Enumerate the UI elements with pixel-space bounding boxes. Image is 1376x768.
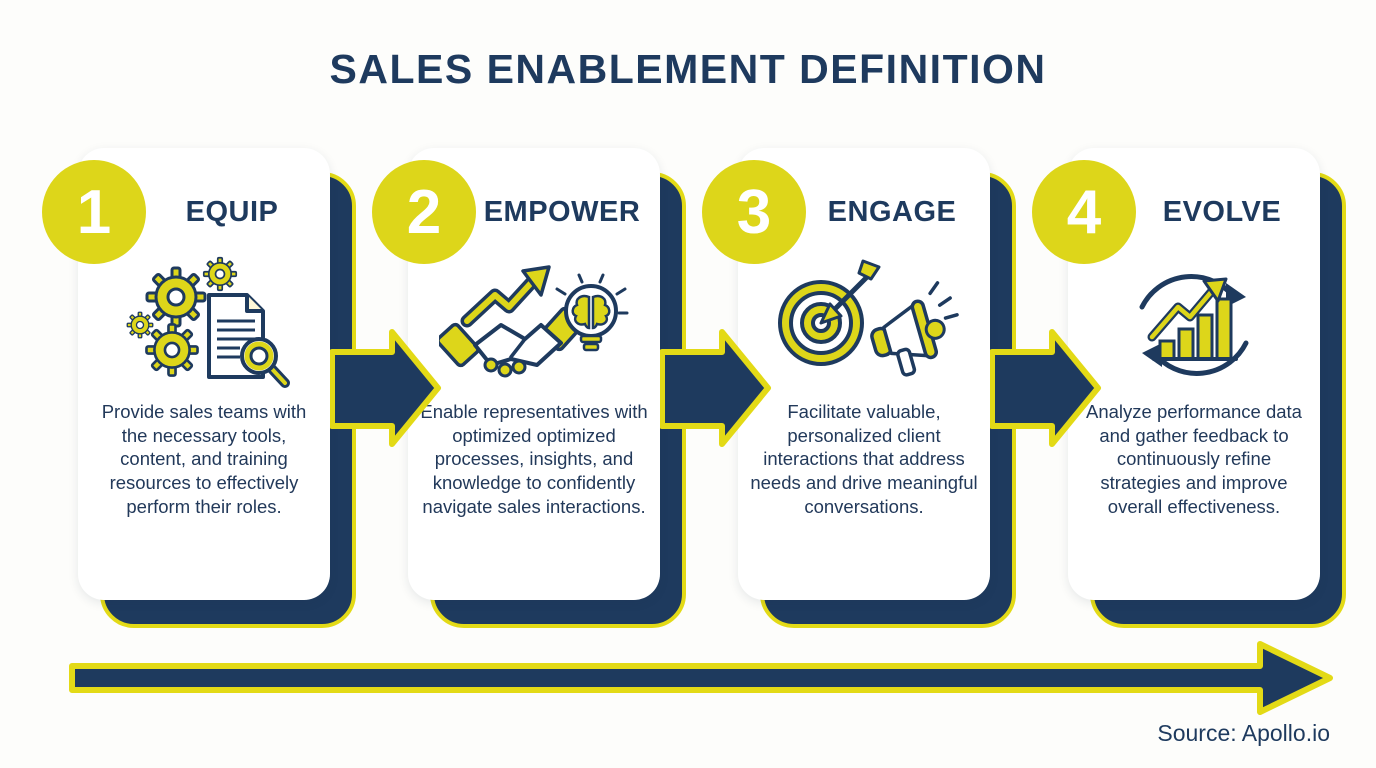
step-title: ENGAGE: [827, 196, 957, 228]
step-title: EVOLVE: [1162, 196, 1282, 228]
step-number-badge: 4: [1032, 160, 1136, 264]
target-dart-megaphone-icon: [738, 250, 990, 400]
step-description: Facilitate valuable, personalized client…: [750, 401, 978, 517]
handshake-growth-lightbulb-icon: [408, 250, 660, 400]
gears-document-magnifier-icon: [78, 250, 330, 400]
step-description: Enable representatives with optimized op…: [420, 401, 648, 517]
step-card-empower: EMPOWER: [372, 148, 686, 628]
step-description: Analyze performance data and gather feed…: [1086, 401, 1302, 517]
step-description: Provide sales teams with the necessary t…: [101, 401, 307, 517]
step-title: EQUIP: [185, 196, 279, 228]
step-number: 1: [76, 177, 112, 247]
step-number-badge: 1: [42, 160, 146, 264]
step-card-equip: EQUIP: [42, 148, 356, 628]
step-card-engage: ENGAGE: [702, 148, 1016, 628]
step-title: EMPOWER: [483, 196, 641, 228]
step-number-badge: 2: [372, 160, 476, 264]
step-connector-arrow-3: [990, 329, 1101, 447]
step-card-evolve: EVOLVE: [1032, 148, 1346, 628]
step-connector-arrow-1: [330, 329, 441, 447]
step-number: 3: [736, 177, 772, 247]
source-credit: Source: Apollo.io: [1157, 720, 1330, 746]
step-number: 4: [1066, 177, 1102, 247]
step-number-badge: 3: [702, 160, 806, 264]
growth-cycle-bar-chart-icon: [1068, 250, 1320, 400]
step-number: 2: [406, 177, 442, 247]
timeline-arrow: [69, 641, 1333, 715]
page-title: SALES ENABLEMENT DEFINITION: [329, 46, 1047, 92]
step-connector-arrow-2: [660, 329, 771, 447]
